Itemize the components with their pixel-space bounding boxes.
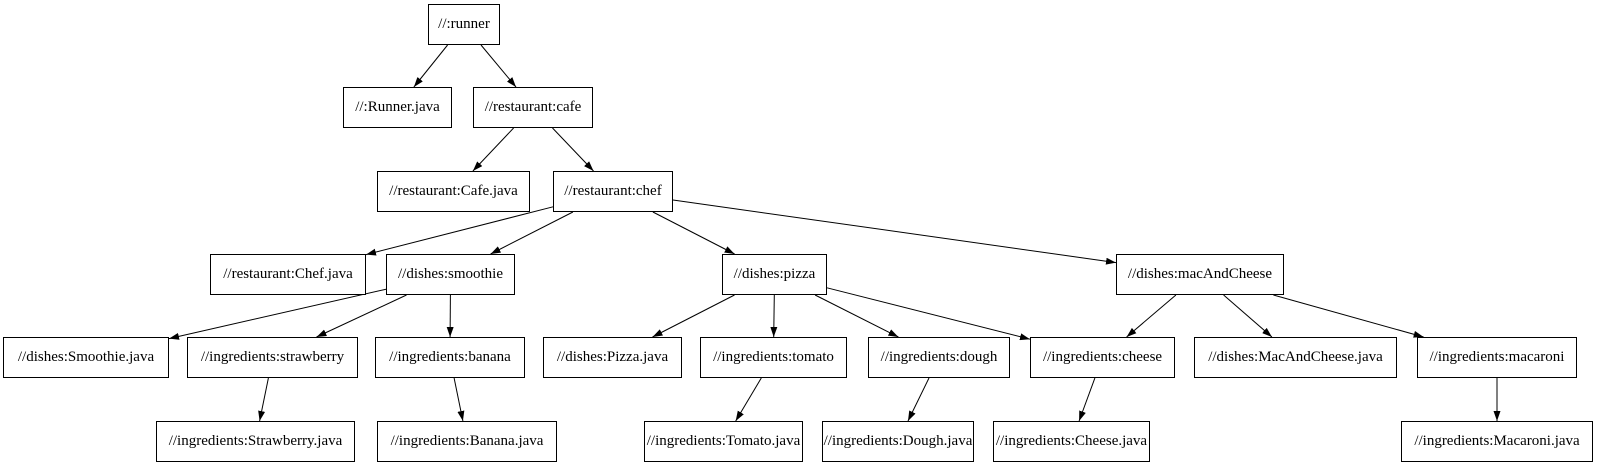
node-pizza-java: //dishes:Pizza.java (543, 337, 682, 378)
node-macaroni-java: //ingredients:Macaroni.java (1401, 421, 1593, 462)
edge-chef-to-chef-java (365, 206, 554, 256)
node-strawberry: //ingredients:strawberry (187, 337, 358, 378)
edge-mac-and-cheese-to-cheese (1126, 294, 1177, 338)
node-banana-java: //ingredients:Banana.java (377, 421, 557, 462)
node-mac-and-cheese-java: //dishes:MacAndCheese.java (1194, 337, 1397, 378)
edge-strawberry-to-strawberry-java (258, 377, 269, 422)
node-chef-java: //restaurant:Chef.java (210, 254, 366, 295)
edge-pizza-to-cheese (826, 287, 1031, 341)
edge-chef-to-mac-and-cheese (672, 199, 1117, 265)
node-tomato: //ingredients:tomato (700, 337, 847, 378)
edge-chef-to-pizza (652, 211, 735, 255)
node-tomato-java: //ingredients:Tomato.java (644, 421, 803, 462)
node-runner-java: //:Runner.java (343, 87, 452, 128)
node-cheese-java: //ingredients:Cheese.java (993, 421, 1150, 462)
node-pizza: //dishes:pizza (722, 254, 827, 295)
edge-mac-and-cheese-to-mac-and-cheese-java (1223, 294, 1273, 338)
node-strawberry-java: //ingredients:Strawberry.java (156, 421, 355, 462)
node-runner: //:runner (428, 4, 500, 45)
node-smoothie: //dishes:smoothie (386, 254, 515, 295)
node-mac-and-cheese: //dishes:macAndCheese (1116, 254, 1284, 295)
node-smoothie-java: //dishes:Smoothie.java (3, 337, 169, 378)
node-cafe: //restaurant:cafe (473, 87, 593, 128)
edge-pizza-to-dough (814, 294, 899, 338)
edge-mac-and-cheese-to-macaroni (1273, 294, 1424, 338)
edge-runner-to-cafe (480, 44, 517, 88)
edge-smoothie-to-smoothie-java (168, 288, 387, 340)
edge-banana-to-banana-java (453, 377, 465, 422)
edge-cafe-to-cafe-java (472, 127, 514, 172)
edge-runner-to-runner-java (413, 44, 448, 88)
node-cheese: //ingredients:cheese (1030, 337, 1175, 378)
node-banana: //ingredients:banana (375, 337, 525, 378)
edge-cafe-to-chef (552, 127, 594, 172)
node-macaroni: //ingredients:macaroni (1417, 337, 1577, 378)
node-dough-java: //ingredients:Dough.java (822, 421, 974, 462)
edge-pizza-to-tomato (770, 294, 778, 338)
node-cafe-java: //restaurant:Cafe.java (377, 171, 530, 212)
edge-dough-to-dough-java (907, 377, 930, 422)
edge-smoothie-to-strawberry (316, 294, 407, 338)
node-chef: //restaurant:chef (553, 171, 673, 212)
edge-cheese-to-cheese-java (1078, 377, 1096, 422)
edge-chef-to-smoothie (490, 211, 574, 255)
edge-pizza-to-pizza-java (652, 294, 735, 338)
node-dough: //ingredients:dough (868, 337, 1010, 378)
edge-tomato-to-tomato-java (735, 377, 762, 422)
